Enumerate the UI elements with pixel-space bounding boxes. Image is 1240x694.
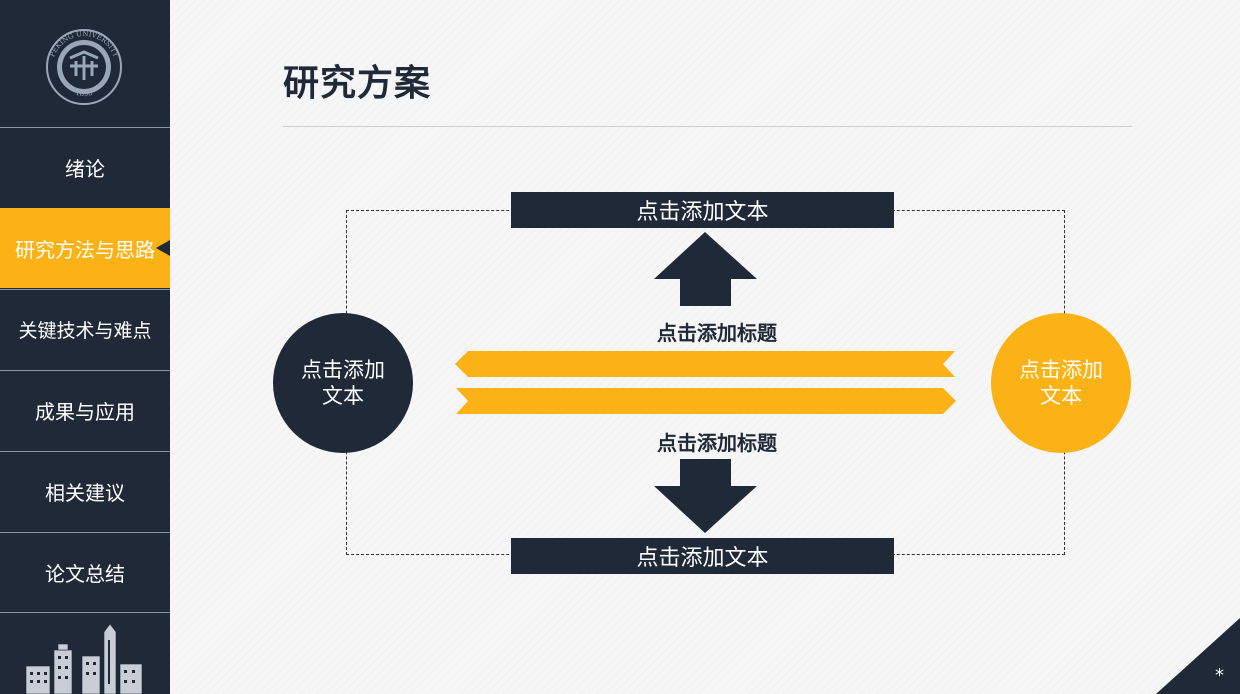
left-circle-text: 点击添加 文本 — [293, 357, 393, 409]
peking-university-seal-icon: PEKING UNIVERSITY 1898 — [46, 29, 122, 105]
active-pointer-icon — [156, 240, 170, 256]
top-text-box[interactable]: 点击添加文本 — [511, 192, 894, 228]
nav-item-results[interactable]: 成果与应用 — [0, 370, 170, 450]
bottom-text-box-label: 点击添加文本 — [636, 546, 769, 571]
svg-text:1898: 1898 — [75, 89, 94, 98]
nav-item-suggestions[interactable]: 相关建议 — [0, 451, 170, 531]
left-circle-line-2: 文本 — [322, 384, 364, 408]
right-circle-line-1: 点击添加 — [1019, 358, 1103, 382]
university-logo: PEKING UNIVERSITY 1898 — [0, 0, 170, 127]
sidebar: PEKING UNIVERSITY 1898 绪论 研究方法与思路 关键技术与难… — [0, 0, 170, 694]
nav-item-key-tech[interactable]: 关键技术与难点 — [0, 289, 170, 369]
nav-label: 研究方法与思路 — [15, 237, 155, 262]
sidebar-divider — [0, 612, 170, 613]
bottom-heading[interactable]: 点击添加标题 — [657, 431, 777, 455]
page-title: 研究方案 — [283, 63, 432, 104]
nav-item-methods[interactable]: 研究方法与思路 — [0, 208, 170, 288]
left-circle[interactable]: 点击添加 文本 — [273, 313, 413, 453]
left-ribbon-arrow — [455, 351, 955, 377]
up-arrow-icon — [654, 232, 757, 306]
nav-item-introduction[interactable]: 绪论 — [0, 127, 170, 207]
right-circle[interactable]: 点击添加 文本 — [991, 313, 1131, 453]
title-divider — [283, 126, 1132, 127]
right-circle-line-2: 文本 — [1040, 384, 1082, 408]
top-text-box-label: 点击添加文本 — [636, 200, 769, 225]
right-ribbon-arrow — [456, 388, 956, 414]
bottom-text-box[interactable]: 点击添加文本 — [511, 538, 894, 574]
nav-label: 关键技术与难点 — [18, 320, 152, 342]
city-skyline-icon — [25, 623, 143, 694]
corner-asterisk: * — [1215, 665, 1224, 686]
nav-label: 相关建议 — [45, 481, 125, 505]
left-circle-line-1: 点击添加 — [301, 358, 385, 382]
top-heading[interactable]: 点击添加标题 — [657, 321, 777, 345]
nav-label: 论文总结 — [45, 562, 125, 586]
logo-year: 1898 — [75, 89, 94, 98]
corner-triangle — [1156, 618, 1240, 694]
down-arrow-icon — [654, 459, 757, 533]
nav-label: 成果与应用 — [35, 400, 135, 424]
nav-item-summary[interactable]: 论文总结 — [0, 532, 170, 612]
nav-label: 绪论 — [65, 157, 105, 181]
right-circle-text: 点击添加 文本 — [1011, 357, 1111, 409]
